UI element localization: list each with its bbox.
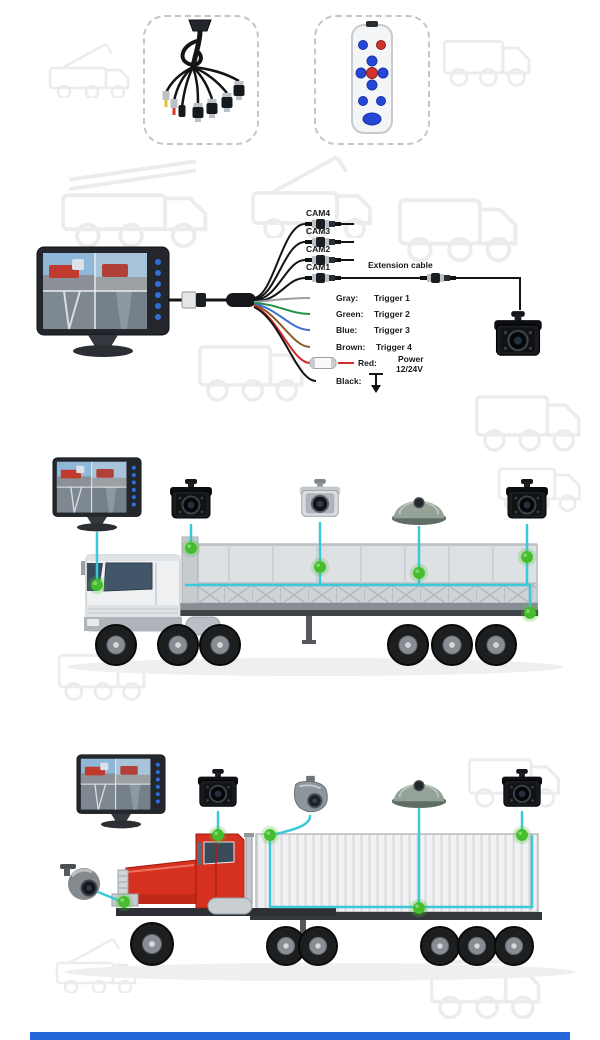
wire-green-func: Trigger 2 (374, 309, 410, 319)
side-camera-icon (298, 478, 342, 518)
wire-gray-name: Gray: (336, 293, 358, 303)
monitor-icon (36, 246, 170, 358)
front-camera-icon (196, 768, 240, 808)
flatbed-trailer (180, 536, 538, 644)
main-cable-and-junction (168, 291, 256, 309)
backup-camera-icon (169, 478, 213, 519)
connection-dot (512, 825, 532, 845)
trigger-wires (253, 297, 354, 382)
accessory-box-cable-harness (143, 15, 259, 145)
container-truck-installation (58, 754, 575, 981)
connection-dot (409, 563, 429, 583)
dome-camera-icon (390, 779, 448, 809)
connection-dot (409, 898, 429, 918)
wire-red-name: Red: (358, 358, 377, 368)
section-divider-bar (30, 1032, 570, 1040)
connection-dot (114, 892, 134, 912)
wire-brown-func: Trigger 4 (376, 342, 412, 352)
flatbed-truck-installation (52, 457, 563, 676)
extension-cable-label: Extension cable (368, 260, 433, 270)
wire-red-func: Power (398, 354, 424, 364)
connection-dot (520, 603, 540, 623)
ground-arrow-icon (369, 373, 383, 393)
aviation-plugs (192, 81, 245, 122)
side-ball-camera-icon (58, 862, 102, 902)
dome-camera-icon (390, 496, 448, 526)
ground-shadow (65, 963, 575, 981)
wheels (130, 922, 534, 966)
wiring-diagram: CAM4 CAM3 CAM2 CAM1 Extension cable Gray… (36, 208, 543, 393)
cable-harness-icon (162, 19, 245, 122)
wire-blue-name: Blue: (336, 325, 357, 335)
cam1-connector-icon (305, 273, 341, 283)
cam1-label: CAM1 (306, 262, 330, 272)
ground-shadow (67, 658, 563, 676)
monitor-icon (52, 457, 142, 532)
wire-brown-name: Brown: (336, 342, 365, 352)
wire-green-name: Green: (336, 309, 364, 319)
remote-control-icon (351, 21, 393, 134)
extension-connector-icon (420, 273, 456, 283)
container-trailer (250, 833, 542, 946)
camera-cable-lines (96, 807, 534, 909)
wire-black-name: Black: (336, 376, 362, 386)
wire-red-func2: 12/24V (396, 364, 423, 374)
connection-dot (517, 547, 537, 567)
connection-dot (310, 557, 330, 577)
cam2-label: CAM2 (306, 244, 330, 254)
wedge-camera-icon (293, 774, 329, 813)
backup-camera-icon (493, 310, 543, 357)
fuse-icon (309, 357, 337, 369)
connection-dot (260, 825, 280, 845)
accessory-box-remote (314, 15, 430, 145)
rca-plugs (162, 91, 186, 117)
cam4-label: CAM4 (306, 208, 330, 218)
connection-dot (181, 538, 201, 558)
connection-dot (87, 575, 107, 595)
rear-camera-icon (500, 768, 544, 808)
cam3-label: CAM3 (306, 226, 330, 236)
truck-cab (81, 554, 221, 636)
red-tractor (111, 833, 336, 916)
connection-dot (208, 825, 228, 845)
wire-blue-func: Trigger 3 (374, 325, 410, 335)
wire-gray-func: Trigger 1 (374, 293, 410, 303)
rear-camera-icon (505, 478, 549, 519)
monitor-icon (76, 754, 166, 829)
